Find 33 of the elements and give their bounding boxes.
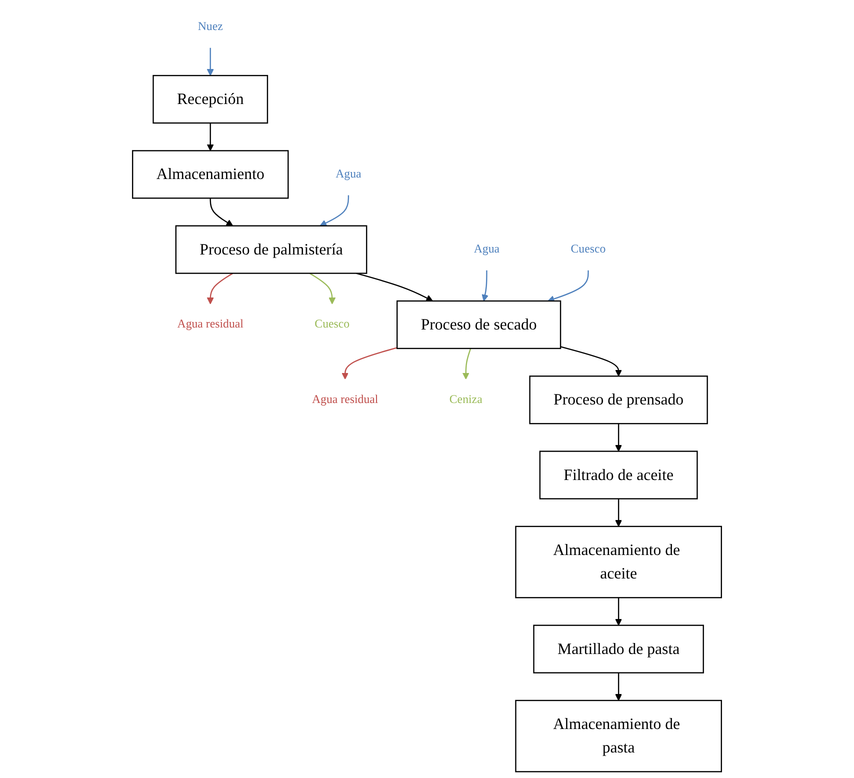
node-box: Proceso de palmistería: [175, 225, 368, 274]
node-box: Almacenamiento de aceite: [515, 526, 722, 598]
arrow: [482, 270, 489, 302]
arrow: [210, 198, 234, 226]
node-box: Proceso de secado: [396, 300, 562, 350]
node-box: Proceso de prensado: [529, 376, 708, 424]
node-text: Cuesco: [314, 318, 350, 331]
arrow: [615, 672, 622, 701]
node-text: Agua residual: [177, 318, 244, 331]
arrow: [560, 346, 622, 376]
arrow: [320, 195, 350, 226]
node-box: Almacenamiento de pasta: [515, 700, 722, 772]
arrow: [615, 598, 622, 626]
node-text: Agua: [474, 243, 500, 256]
node-box: Filtrado de aceite: [539, 450, 698, 500]
node-box: Almacenamiento: [132, 150, 289, 199]
arrow: [309, 272, 336, 304]
arrow: [615, 424, 622, 452]
node-box: Martillado de pasta: [533, 624, 704, 674]
arrow: [206, 123, 214, 151]
node-text: Ceniza: [449, 393, 482, 406]
node-text: Cuesco: [570, 243, 606, 256]
arrow: [615, 498, 622, 527]
node-text: Agua residual: [312, 393, 378, 406]
node-text: Agua: [336, 168, 362, 181]
arrow: [342, 347, 398, 380]
arrow: [356, 272, 433, 302]
arrow: [548, 270, 589, 302]
node-text: Nuez: [198, 20, 223, 34]
arrow: [462, 348, 472, 380]
arrow: [206, 272, 234, 304]
node-box: Recepción: [152, 74, 268, 124]
arrow: [206, 48, 214, 76]
